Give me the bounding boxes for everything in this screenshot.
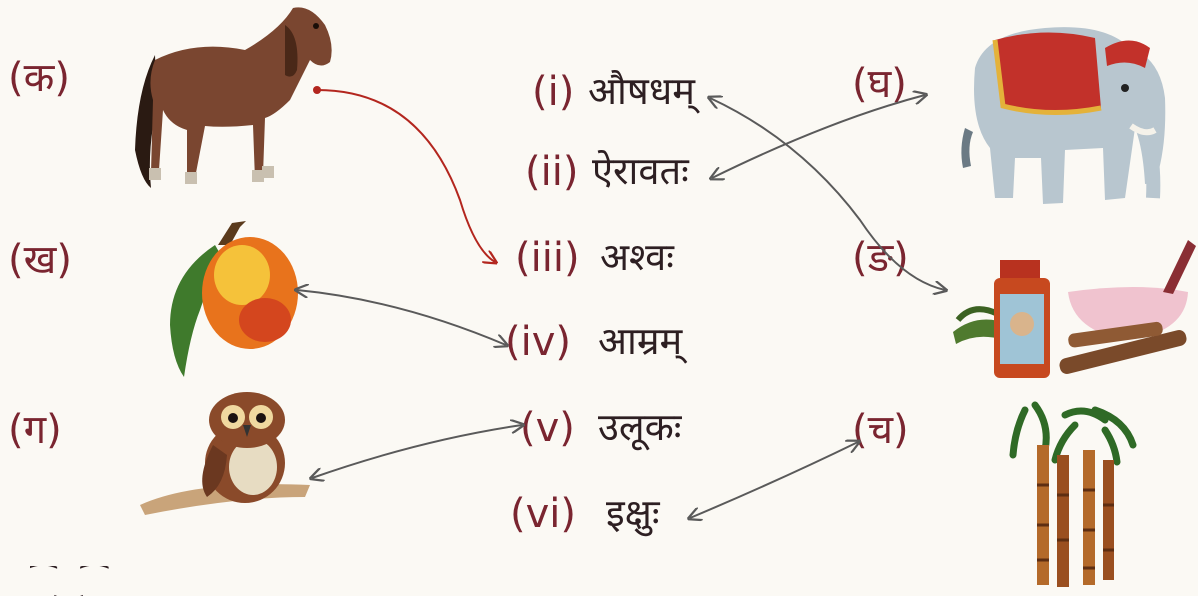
arrow-ga-v <box>312 425 522 478</box>
numeral-i: (i) <box>532 69 575 115</box>
numeral-ii: (ii) <box>525 149 579 195</box>
arrow-ka-iii <box>316 89 495 262</box>
word-ulukah: उलूकः <box>598 405 682 449</box>
arrow-cha-vi <box>690 442 858 518</box>
medicine-picture <box>953 240 1196 378</box>
numeral-iii: (iii) <box>515 235 580 281</box>
word-ashvah: अश्वः <box>600 235 674 279</box>
word-airavatah: ऐरावतः <box>592 149 689 193</box>
label-ga: (ग) <box>8 407 62 453</box>
word-amram: आम्रम् <box>598 319 683 363</box>
numeral-iv: (iv) <box>505 319 571 365</box>
arrow-gha-ii <box>712 95 925 178</box>
word-ikshuh: इक्षुः <box>606 491 660 535</box>
numeral-vi: (vi) <box>510 491 576 537</box>
horse-picture <box>135 7 332 188</box>
arrow-nga-i <box>710 98 945 290</box>
label-ka: (क) <box>8 55 70 101</box>
label-kha: (ख) <box>8 237 72 283</box>
owl-picture <box>140 392 310 515</box>
numeral-v: (v) <box>520 405 575 451</box>
arrow-kha-iv <box>297 290 506 345</box>
mango-picture <box>170 221 298 377</box>
cut-off-text: ⁀‿⁀ <box>30 566 108 596</box>
elephant-picture <box>961 27 1166 204</box>
sugarcane-picture <box>1009 401 1137 587</box>
word-aushadham: औषधम् <box>588 69 695 113</box>
